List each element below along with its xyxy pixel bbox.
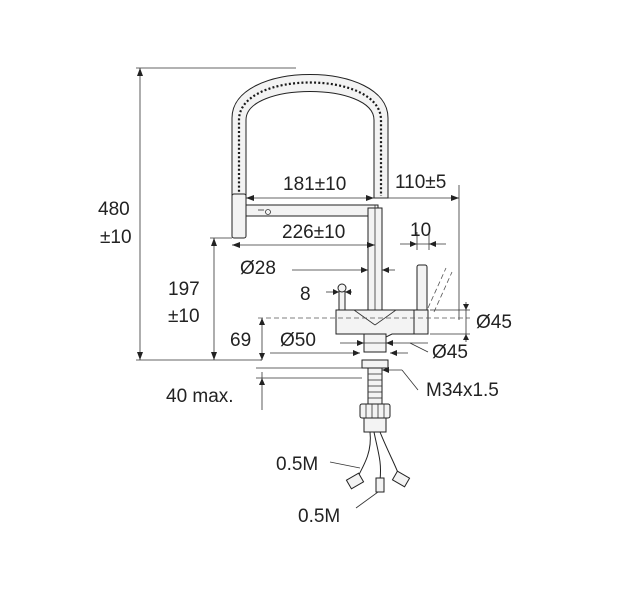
hose-length-2: 0.5M — [298, 491, 379, 527]
right-handle — [416, 264, 453, 314]
hose-length-1-label: 0.5M — [276, 454, 318, 475]
dimension-69: 69 — [230, 318, 265, 360]
dimension-197-value: 197 — [168, 279, 200, 300]
dimension-197-tolerance: ±10 — [168, 306, 200, 327]
dimension-diam-50: Ø50 — [270, 330, 408, 356]
dimension-40max: 40 max. — [166, 367, 362, 410]
dimension-height-total: 480 ±10 — [98, 67, 296, 361]
dimension-diam-28: Ø28 — [240, 258, 395, 279]
dimension-10-label: 10 — [410, 220, 431, 241]
faucet-column — [367, 205, 383, 330]
dimension-thread-label: M34x1.5 — [426, 380, 499, 401]
height-total-value: 480 — [98, 199, 130, 220]
height-total-tolerance: ±10 — [100, 227, 132, 248]
mounting-shank — [260, 359, 391, 433]
dimension-40max-label: 40 max. — [166, 386, 234, 407]
dimension-diam-45-base: Ø45 — [340, 340, 468, 363]
hose-length-1: 0.5M — [276, 454, 361, 475]
dimension-diam-45-right-label: Ø45 — [476, 312, 512, 333]
dimension-181: 181±10 — [246, 174, 374, 201]
faucet-body — [335, 309, 429, 353]
dimension-10: 10 — [400, 220, 446, 250]
small-lever: 8 — [300, 283, 352, 311]
supply-hoses — [345, 431, 411, 493]
dimension-69-label: 69 — [230, 330, 251, 351]
dimension-diam-45-right: Ø45 — [258, 302, 512, 342]
dimension-110-label: 110±5 — [395, 172, 446, 193]
dimension-181-label: 181±10 — [283, 174, 346, 195]
hose-length-2-label: 0.5M — [298, 506, 340, 527]
dimension-226-label: 226±10 — [282, 222, 345, 243]
dimension-8-label: 8 — [300, 284, 311, 305]
dimension-197: 197 ±10 — [168, 237, 232, 360]
dimension-diam-28-label: Ø28 — [240, 258, 276, 279]
dimension-226: 226±10 — [232, 222, 375, 248]
dimension-110: 110±5 — [374, 172, 460, 320]
dimension-diam-50-label: Ø50 — [280, 330, 316, 351]
dimension-thread: M34x1.5 — [382, 367, 499, 401]
dimension-diam-45-base-label: Ø45 — [432, 342, 468, 363]
